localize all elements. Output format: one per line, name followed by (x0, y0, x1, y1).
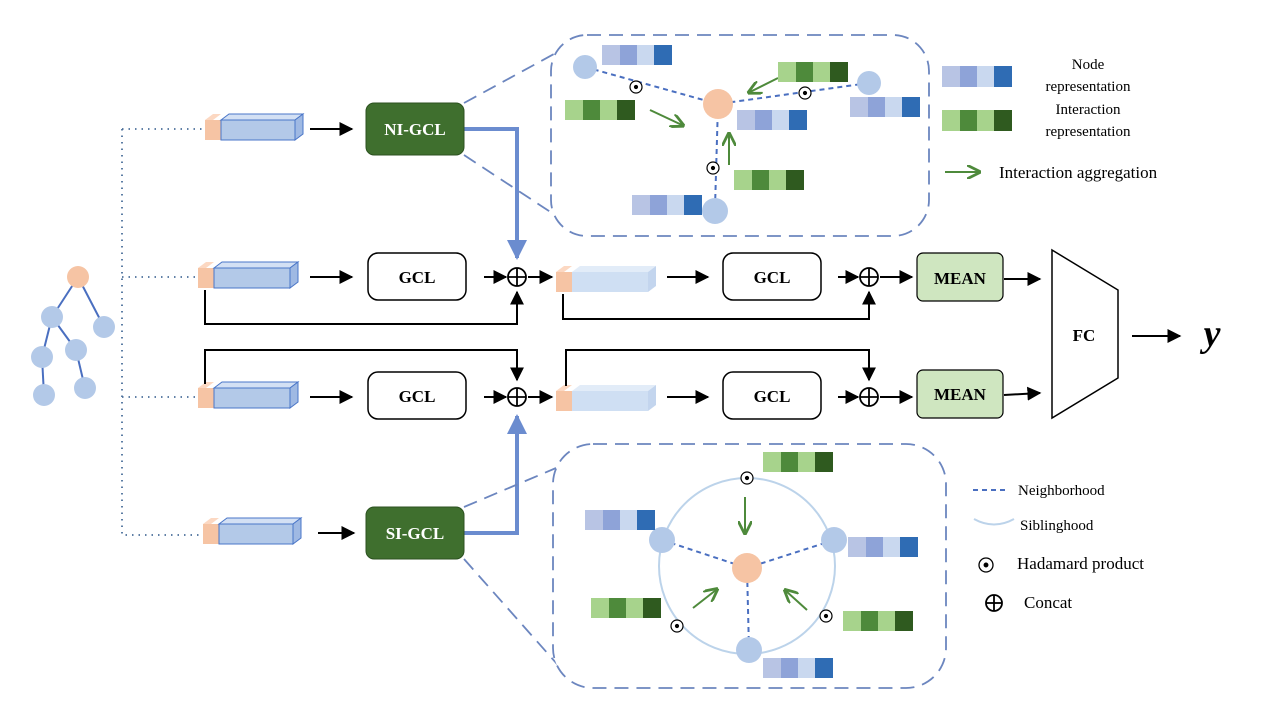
sibling-node (649, 527, 675, 553)
si-gcl-block: SI-GCL (365, 506, 465, 560)
node-strip (763, 658, 833, 678)
interaction-strip (778, 62, 848, 82)
flow-arrows (204, 122, 1182, 540)
gcl-block-1: GCL (367, 252, 467, 301)
concat-icon (859, 387, 879, 407)
svg-text:FC: FC (1073, 326, 1096, 345)
interaction-strip (591, 598, 661, 618)
concat-symbols (507, 267, 879, 407)
gcl-block-2: GCL (367, 371, 467, 420)
tree-node (33, 384, 55, 406)
node-strip (602, 45, 672, 65)
concat-bar-1 (556, 266, 656, 292)
legend-neighborhood-label: Neighborhood (1018, 483, 1105, 499)
tree-node (65, 339, 87, 361)
hadamard-icon (819, 609, 833, 623)
concat-icon (859, 267, 879, 287)
hadamard-icon (670, 619, 684, 633)
interaction-strip (734, 170, 804, 190)
concat-bar-2 (556, 385, 656, 411)
tree-node (41, 306, 63, 328)
concat-icon (985, 594, 1003, 612)
concat-icon (507, 387, 527, 407)
legend-interaction-label-1: Interaction (1056, 102, 1121, 118)
neighbor-node (702, 198, 728, 224)
dotted-connectors (121, 128, 205, 536)
interaction-strip (565, 100, 635, 120)
ni-gcl-block: NI-GCL (365, 102, 465, 156)
legend-node-label-1: Node (1072, 57, 1105, 73)
node-strip (737, 110, 807, 130)
center-node (703, 89, 733, 119)
input-bar-1 (205, 113, 305, 141)
gcl-block-4: GCL (722, 371, 822, 420)
si-gcl-detail-panel (463, 443, 947, 689)
node-strip (848, 537, 918, 557)
gcl-block-3: GCL (722, 252, 822, 301)
legend-node-strip (942, 66, 1012, 87)
hadamard-icon (740, 471, 754, 485)
legend-aggregation-label: Interaction aggregation (999, 163, 1158, 182)
hadamard-icon (978, 557, 994, 573)
node-strip (850, 97, 920, 117)
tree-node (31, 346, 53, 368)
legend-top: Node representation Interaction represen… (942, 57, 1158, 182)
hadamard-icon (629, 80, 643, 94)
hadamard-icon (798, 86, 812, 100)
legend-hadamard-label: Hadamard product (1017, 554, 1144, 573)
legend-node-label-2: representation (1046, 79, 1131, 95)
svg-text:MEAN: MEAN (934, 385, 987, 404)
svg-text:SI-GCL: SI-GCL (386, 524, 445, 543)
neighbor-node (857, 71, 881, 95)
sibling-node (821, 527, 847, 553)
node-strip (632, 195, 702, 215)
tree-root-node (67, 266, 89, 288)
tree-node (93, 316, 115, 338)
hadamard-icon (706, 161, 720, 175)
concat-icon (507, 267, 527, 287)
input-tree (31, 266, 115, 406)
legend-concat-label: Concat (1024, 593, 1072, 612)
legend-siblinghood-label: Siblinghood (1020, 518, 1094, 534)
branch-arrows (464, 127, 527, 535)
legend-bottom: Neighborhood Siblinghood Hadamard produc… (973, 483, 1144, 612)
sibling-node (736, 637, 762, 663)
mean-block-1: MEAN (916, 252, 1004, 302)
input-bar-2 (198, 261, 300, 289)
interaction-strip (763, 452, 833, 472)
input-bar-4 (203, 517, 303, 545)
svg-text:GCL: GCL (399, 387, 436, 406)
legend-interaction-strip (942, 110, 1012, 131)
mean-block-2: MEAN (916, 369, 1004, 419)
neighbor-node (573, 55, 597, 79)
svg-text:NI-GCL: NI-GCL (384, 120, 445, 139)
svg-text:GCL: GCL (754, 387, 791, 406)
output-label: y (1200, 313, 1221, 355)
svg-text:MEAN: MEAN (934, 269, 987, 288)
svg-text:GCL: GCL (399, 268, 436, 287)
tree-node (74, 377, 96, 399)
interaction-strip (843, 611, 913, 631)
svg-text:GCL: GCL (754, 268, 791, 287)
node-strip (585, 510, 655, 530)
legend-interaction-label-2: representation (1046, 124, 1131, 140)
center-node (732, 553, 762, 583)
input-bar-3 (198, 381, 300, 409)
fc-block: FC (1051, 248, 1119, 420)
siblinghood-arc-icon (973, 518, 1015, 526)
ni-gcl-detail-panel (463, 34, 930, 237)
